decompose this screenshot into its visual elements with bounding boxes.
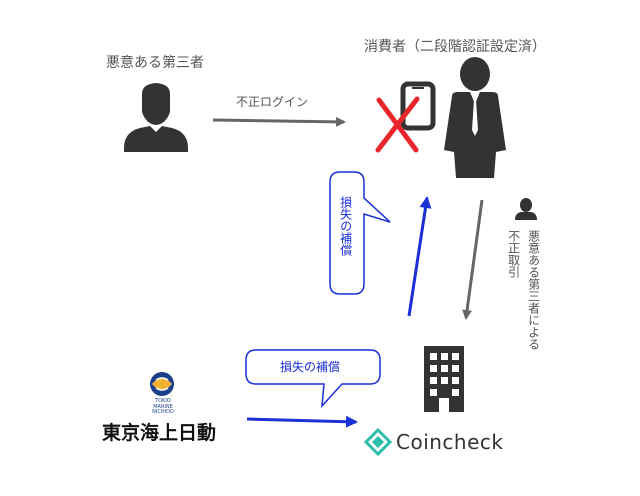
coincheck-logo-icon	[363, 427, 393, 457]
tokio-marine-logo-icon	[150, 372, 174, 396]
illegal-login-arrow	[212, 116, 346, 127]
illegal-login-label: 不正ログイン	[236, 95, 309, 109]
attacker-small-person-icon	[515, 198, 537, 220]
consumer-label: 消費者（二段階認証設定済）	[364, 39, 546, 55]
compensation-vertical-bubble	[329, 171, 391, 295]
compensation-horizontal-arrow	[246, 415, 358, 428]
compensation-vertical-arrow	[407, 196, 432, 317]
insurer-name: 東京海上日動	[102, 422, 217, 444]
attacker-label: 悪意ある第三者	[106, 55, 204, 71]
insurer-small-label: TOKIO MARINE NICHIDO	[152, 398, 174, 415]
blocked-x-icon	[375, 96, 420, 153]
compensation-horizontal-bubble	[245, 349, 381, 409]
consumer-person-icon	[444, 57, 506, 178]
compensation-vertical-label: 損失の補償	[338, 196, 353, 256]
coincheck-name: Coincheck	[396, 430, 504, 454]
building-icon	[424, 346, 464, 412]
illegal-transaction-label: 不正取引	[506, 230, 521, 278]
compensation-horizontal-label: 損失の補償	[280, 360, 341, 374]
illegal-transaction-arrow	[462, 199, 484, 320]
phone-icon	[400, 81, 436, 131]
attacker-person-icon	[124, 83, 188, 152]
by-attacker-label: 悪意ある第三者による	[526, 230, 541, 350]
